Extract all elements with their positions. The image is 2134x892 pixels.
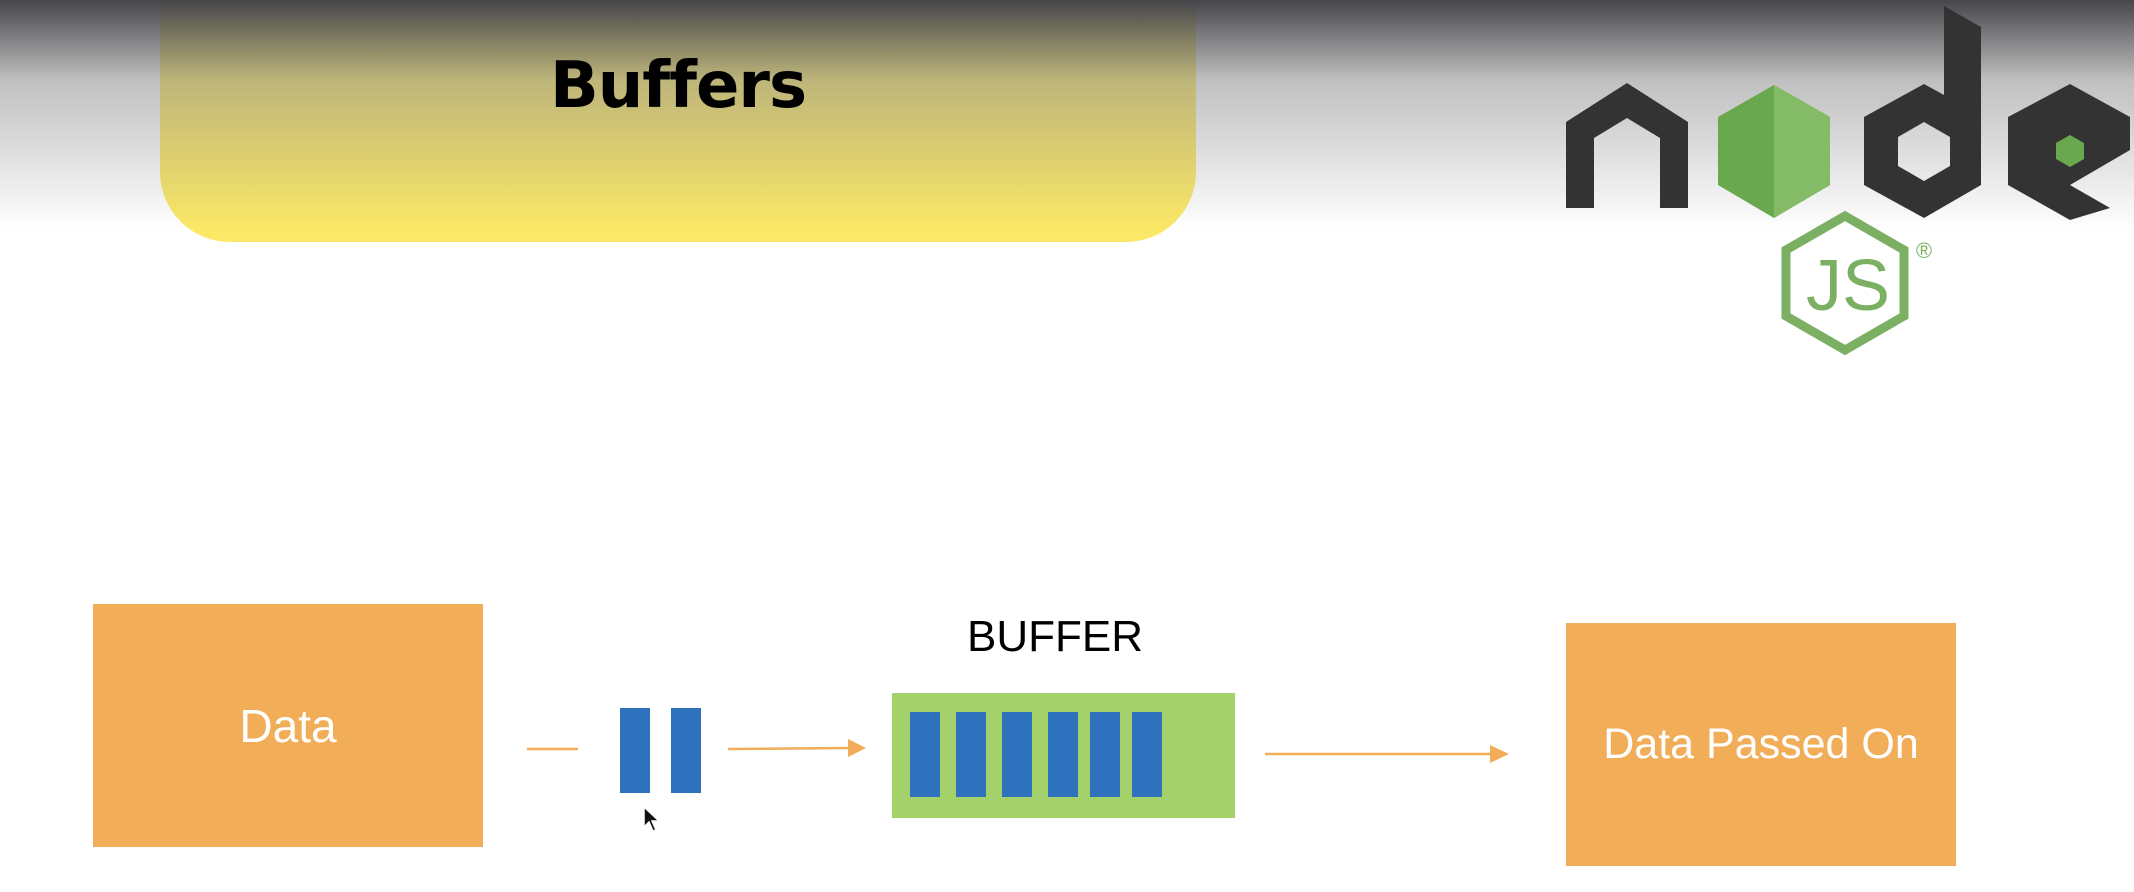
buffer-slot [1090, 712, 1120, 797]
logo-registered-mark: ® [1916, 238, 1932, 263]
buffer-label: BUFFER [967, 612, 1143, 661]
data-destination-box: Data Passed On [1566, 623, 1956, 866]
logo-js-hexagon [1781, 210, 1909, 356]
incoming-chunk [620, 708, 650, 793]
logo-js-text: JS [1806, 246, 1890, 326]
arrow-to-buffer [727, 746, 851, 751]
slide-title: Buffers [549, 49, 807, 123]
node-js-logo: JS ® [1566, 6, 2130, 356]
arrow-to-destination-head [1490, 745, 1509, 763]
data-source-label: Data [239, 699, 337, 752]
incoming-chunk [671, 708, 701, 793]
data-source-box: Data [93, 604, 483, 847]
data-destination-label: Data Passed On [1603, 720, 1919, 768]
logo-letter-n [1566, 83, 1688, 208]
arrow-to-buffer-head [848, 739, 866, 757]
buffer-box [892, 693, 1235, 818]
mouse-cursor-icon [643, 806, 661, 832]
buffer-slot [1048, 712, 1078, 797]
buffer-slot [1132, 712, 1162, 797]
logo-letter-d [1864, 6, 1981, 218]
logo-hexagon-highlight [1774, 85, 1830, 218]
buffer-slot [956, 712, 986, 797]
title-container: Buffers [160, 0, 1196, 242]
buffer-slot [910, 712, 940, 797]
buffer-slot [1002, 712, 1032, 797]
